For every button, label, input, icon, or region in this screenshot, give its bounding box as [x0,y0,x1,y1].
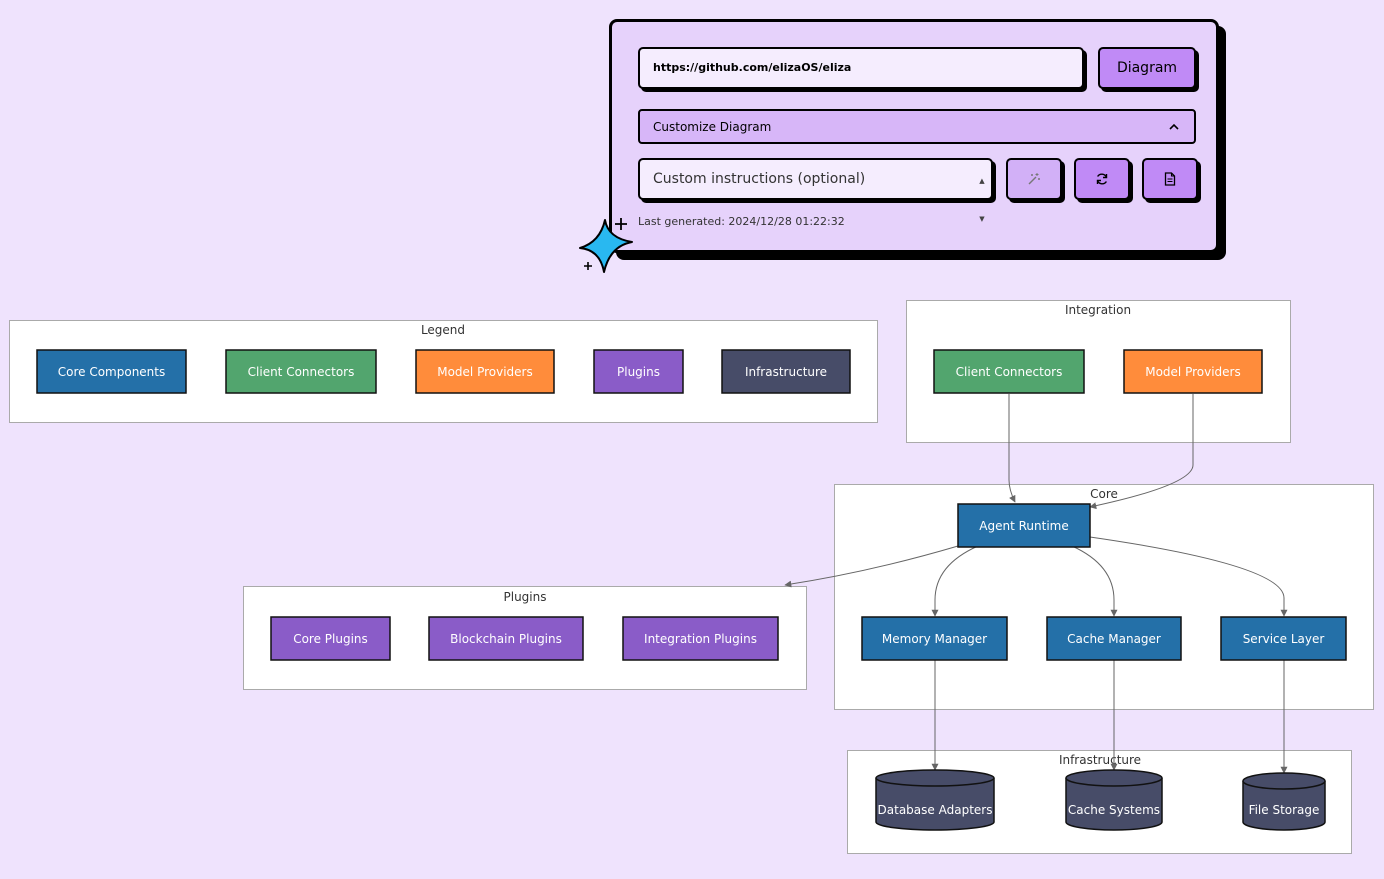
custom-instructions-placeholder: Custom instructions (optional) [653,171,866,187]
node-client-connectors: Client Connectors [933,349,1085,394]
legend-label-client: Client Connectors [248,365,355,379]
refresh-button[interactable] [1074,158,1130,200]
node-integration-plugins: Integration Plugins [622,616,779,661]
node-label-file-storage: File Storage [1249,803,1320,817]
node-cache-manager: Cache Manager [1046,616,1182,661]
node-label-core-plugins: Core Plugins [293,632,368,646]
last-generated-text: Last generated: 2024/12/28 01:22:32 [638,215,845,228]
scroll-down-icon[interactable]: ▼ [979,215,985,223]
document-button[interactable] [1142,158,1198,200]
customize-diagram-toggle[interactable]: Customize Diagram [638,109,1196,144]
node-service-layer: Service Layer [1220,616,1347,661]
legend-label-model: Model Providers [437,365,533,379]
edge-runtime-to-service [1089,536,1288,617]
chevron-up-icon [1169,123,1179,130]
node-blockchain-plugins: Blockchain Plugins [428,616,584,661]
legend-label-infrastructure: Infrastructure [745,365,827,379]
legend-node-infrastructure: Infrastructure [721,349,851,394]
scroll-up-icon[interactable]: ▲ [979,177,985,185]
magic-wand-button[interactable] [1006,158,1062,200]
custom-instructions-input[interactable]: Custom instructions (optional) ▲ ▼ [638,158,993,223]
refresh-icon [1096,173,1108,185]
node-label-client-connectors: Client Connectors [956,365,1063,379]
control-panel: https://github.com/elizaOS/eliza Diagram… [609,19,1219,253]
node-core-plugins: Core Plugins [270,616,391,661]
edge-runtime-to-cache [1071,545,1118,617]
edge-runtime-to-memory [931,545,979,617]
node-memory-manager: Memory Manager [861,616,1008,661]
legend-node-model: Model Providers [415,349,555,394]
magic-wand-icon [1028,173,1040,185]
core-cluster: Core [834,484,1374,710]
legend-title: Legend [421,323,465,337]
integration-title: Integration [1065,303,1131,317]
core-title: Core [1090,487,1118,501]
legend-label-core: Core Components [58,365,166,379]
node-label-integration-plugins: Integration Plugins [644,632,757,646]
edge-model-to-runtime [1089,394,1194,510]
legend-node-core: Core Components [36,349,187,394]
textarea-scrollbar[interactable]: ▲ ▼ [975,162,989,223]
node-database-adapters: Database Adapters [875,769,995,831]
node-file-storage: File Storage [1242,772,1326,831]
legend-label-plugins: Plugins [617,365,660,379]
document-icon [1164,172,1176,186]
legend-node-plugins: Plugins [593,349,684,394]
node-cache-systems: Cache Systems [1065,769,1163,831]
edges [784,394,1288,774]
edge-client-to-runtime [1008,394,1016,503]
node-label-blockchain-plugins: Blockchain Plugins [450,632,562,646]
node-label-agent-runtime: Agent Runtime [979,519,1068,533]
plugins-title: Plugins [504,590,547,604]
node-model-providers: Model Providers [1123,349,1263,394]
customize-diagram-label: Customize Diagram [653,119,772,134]
node-label-memory-manager: Memory Manager [882,632,987,646]
infrastructure-title: Infrastructure [1059,753,1141,767]
legend-node-client: Client Connectors [225,349,377,394]
diagram-button[interactable]: Diagram [1098,47,1196,89]
node-agent-runtime: Agent Runtime [957,503,1091,548]
node-label-database-adapters: Database Adapters [878,803,993,817]
node-label-cache-manager: Cache Manager [1067,632,1161,646]
node-label-service-layer: Service Layer [1243,632,1325,646]
node-label-model-providers: Model Providers [1145,365,1241,379]
edge-runtime-to-plugins [784,545,959,588]
node-label-cache-systems: Cache Systems [1068,803,1160,817]
sparkle-star-icon [579,218,633,273]
repo-url-input[interactable]: https://github.com/elizaOS/eliza [638,47,1084,89]
